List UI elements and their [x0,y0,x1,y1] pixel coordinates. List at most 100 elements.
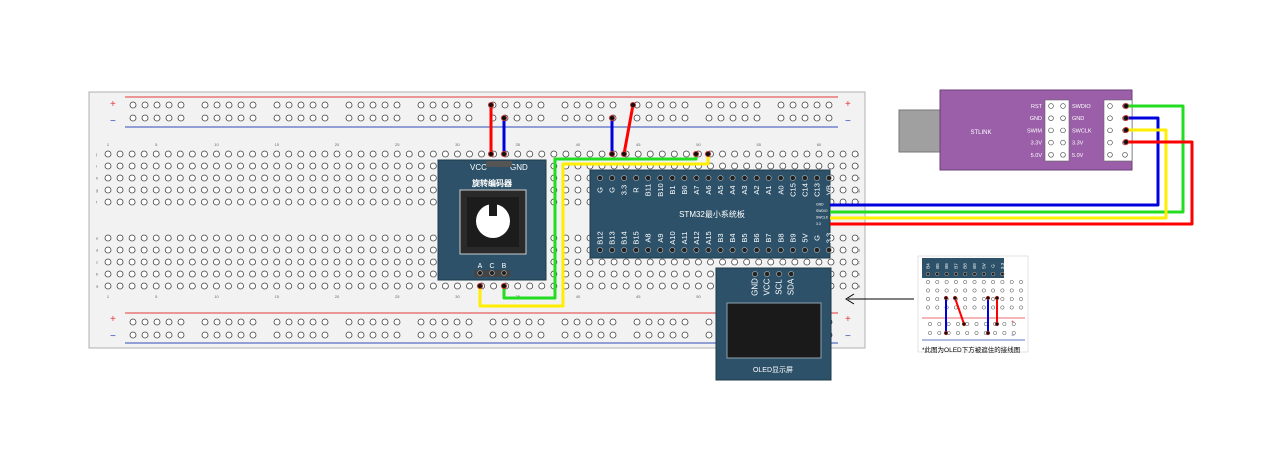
stm32-bottom-pin[interactable] [681,247,688,253]
breadboard-hole[interactable] [213,174,220,182]
rail-hole[interactable] [165,101,173,109]
rail-hole[interactable] [681,318,689,326]
rail-hole[interactable] [525,114,533,122]
breadboard-hole[interactable] [405,150,413,158]
stm32-top-pin[interactable] [789,175,796,181]
breadboard-hole[interactable] [225,186,232,194]
breadboard-hole[interactable] [695,282,702,290]
breadboard-hole[interactable] [128,270,136,278]
breadboard-hole[interactable] [104,198,112,206]
breadboard-hole[interactable] [345,150,353,158]
rail-hole[interactable] [741,114,749,122]
breadboard-hole[interactable] [839,150,847,158]
oled-pin[interactable] [788,271,795,277]
breadboard-hole[interactable] [273,258,281,266]
breadboard-hole[interactable] [695,258,702,266]
breadboard-hole[interactable] [249,258,257,266]
rail-hole[interactable] [237,114,245,122]
breadboard-hole[interactable] [707,270,714,278]
breadboard-hole[interactable] [622,258,630,266]
rail-hole[interactable] [225,101,233,109]
breadboard-hole[interactable] [405,282,413,290]
breadboard-hole[interactable] [249,186,257,194]
breadboard-hole[interactable] [213,186,220,194]
rail-hole[interactable] [777,114,785,122]
rail-hole[interactable] [513,331,521,339]
stlink-left-pin[interactable] [1048,127,1054,134]
stm32-top-pin[interactable] [645,175,652,181]
stlink-right-pin[interactable] [1107,127,1113,134]
breadboard-hole[interactable] [417,282,425,290]
rail-hole[interactable] [165,114,173,122]
rail-hole[interactable] [537,331,545,339]
breadboard-hole[interactable] [297,258,305,266]
wire-endpoint[interactable] [704,150,712,158]
breadboard-hole[interactable] [417,198,425,206]
breadboard-hole[interactable] [851,234,859,242]
breadboard-hole[interactable] [213,198,220,206]
breadboard-hole[interactable] [381,258,389,266]
rail-hole[interactable] [453,101,461,109]
rail-hole[interactable] [525,331,533,339]
rail-hole[interactable] [813,114,821,122]
rail-hole[interactable] [357,114,365,122]
stlink-left-pin[interactable] [1060,127,1066,134]
rail-hole[interactable] [213,318,221,326]
rail-hole[interactable] [309,114,317,122]
breadboard-hole[interactable] [128,282,136,290]
breadboard-hole[interactable] [164,186,172,194]
rail-hole[interactable] [393,114,401,122]
breadboard-hole[interactable] [417,174,425,182]
breadboard-hole[interactable] [634,258,642,266]
rail-hole[interactable] [213,331,221,339]
rail-hole[interactable] [309,331,317,339]
breadboard-hole[interactable] [658,270,666,278]
breadboard-hole[interactable] [574,282,582,290]
breadboard-hole[interactable] [128,150,136,158]
rail-hole[interactable] [609,318,617,326]
rail-hole[interactable] [213,101,221,109]
rail-hole[interactable] [669,331,677,339]
breadboard-hole[interactable] [586,258,594,266]
breadboard-hole[interactable] [116,150,124,158]
breadboard-hole[interactable] [321,258,329,266]
rail-hole[interactable] [681,331,689,339]
breadboard-hole[interactable] [695,270,702,278]
rail-hole[interactable] [141,101,149,109]
rail-hole[interactable] [165,331,173,339]
breadboard-hole[interactable] [225,174,232,182]
breadboard-hole[interactable] [104,162,112,170]
breadboard-hole[interactable] [381,186,389,194]
breadboard-hole[interactable] [152,162,160,170]
rail-hole[interactable] [357,331,365,339]
breadboard-hole[interactable] [646,258,654,266]
rail-hole[interactable] [381,318,389,326]
stm32-top-pin[interactable] [597,175,603,181]
breadboard-hole[interactable] [827,150,835,158]
rail-hole[interactable] [609,101,617,109]
rail-hole[interactable] [417,331,425,339]
breadboard-hole[interactable] [261,198,269,206]
breadboard-hole[interactable] [104,150,112,158]
rail-hole[interactable] [585,331,593,339]
breadboard-hole[interactable] [514,282,522,290]
breadboard-hole[interactable] [719,258,726,266]
breadboard-hole[interactable] [237,162,244,170]
rail-hole[interactable] [225,114,233,122]
rail-hole[interactable] [297,331,305,339]
breadboard-hole[interactable] [213,234,220,242]
breadboard-hole[interactable] [369,198,377,206]
breadboard-hole[interactable] [164,258,172,266]
rail-hole[interactable] [561,114,569,122]
breadboard-hole[interactable] [815,162,823,170]
rail-hole[interactable] [753,101,761,109]
breadboard-hole[interactable] [261,258,269,266]
breadboard-hole[interactable] [225,258,232,266]
breadboard-hole[interactable] [610,258,618,266]
breadboard-hole[interactable] [381,150,389,158]
rail-hole[interactable] [381,114,389,122]
breadboard-hole[interactable] [176,174,184,182]
breadboard-hole[interactable] [839,174,847,182]
breadboard-hole[interactable] [261,246,269,254]
breadboard-hole[interactable] [261,234,269,242]
